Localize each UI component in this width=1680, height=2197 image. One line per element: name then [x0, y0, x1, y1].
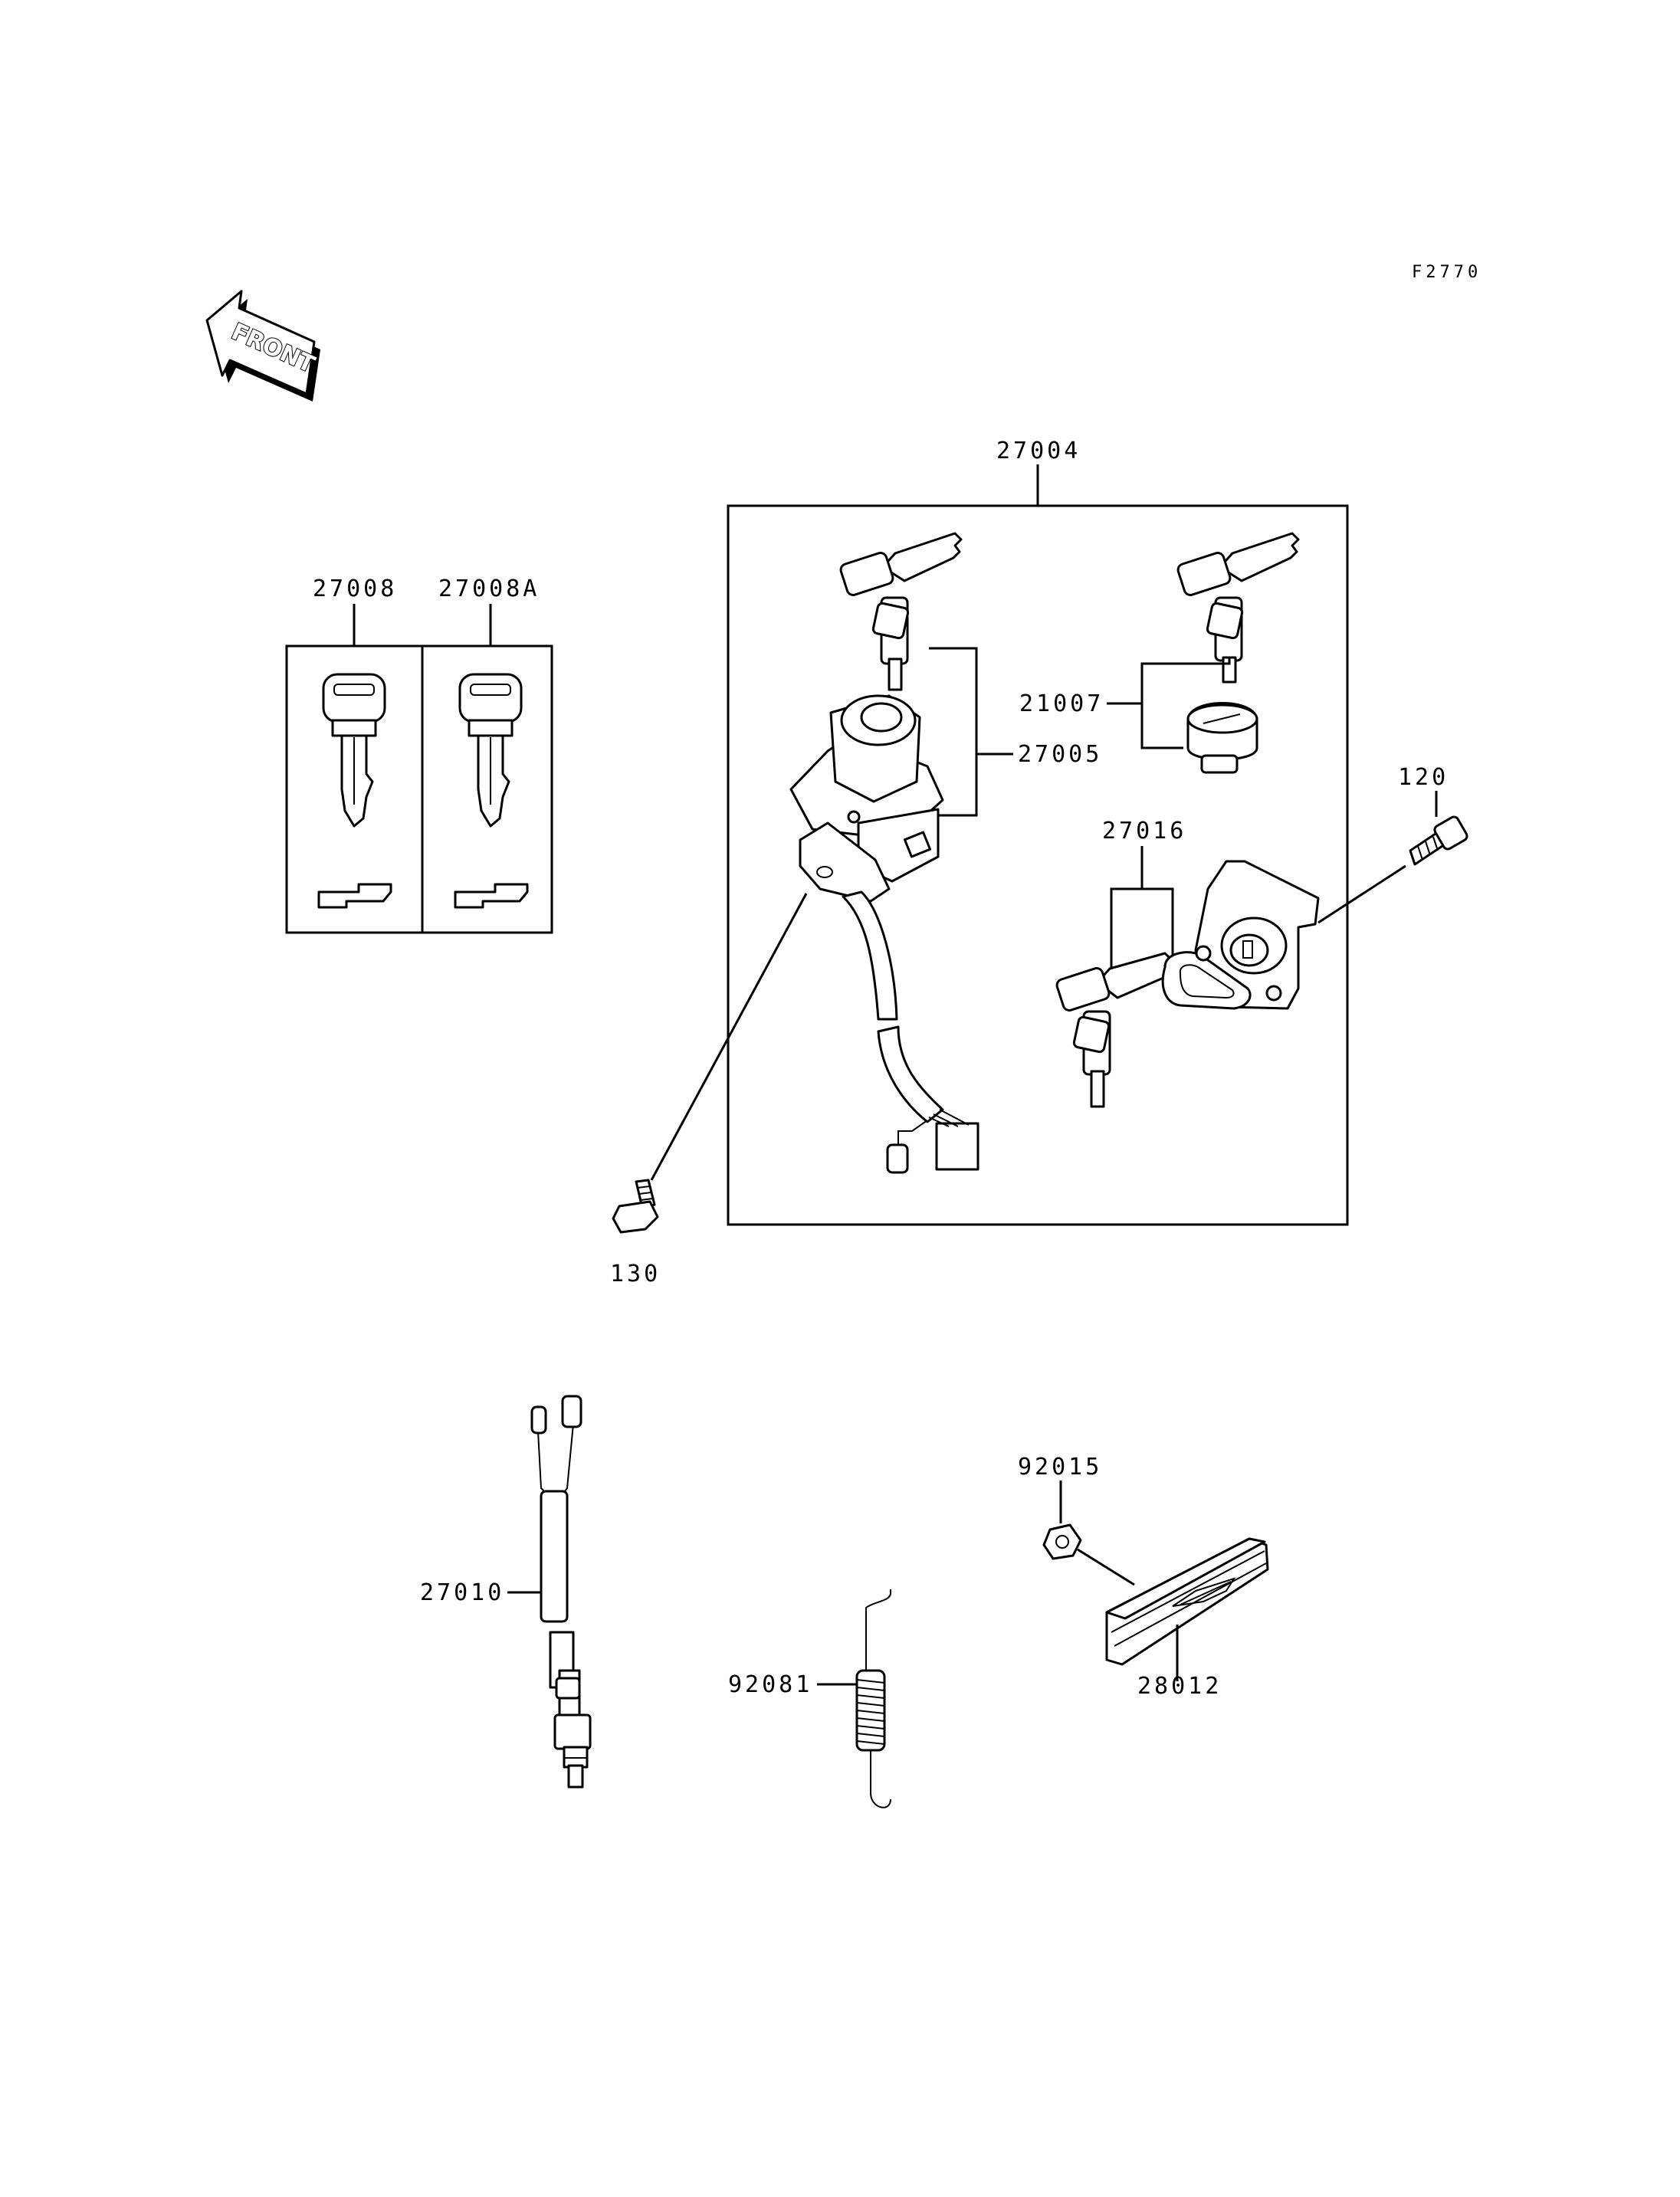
label-92015: 92015 [1018, 1454, 1102, 1481]
ignition-keys-icon [839, 532, 963, 691]
figure-code: F2770 [1412, 263, 1481, 282]
label-27005: 27005 [1018, 741, 1102, 768]
front-arrow-icon: FRONT [205, 290, 320, 402]
seat-lock-keys-icon [1176, 532, 1300, 684]
label-28012: 28012 [1137, 1673, 1222, 1700]
seat-lock-cylinder-icon [1186, 702, 1258, 774]
label-92081: 92081 [728, 1671, 812, 1698]
spring-92081-icon [855, 1589, 891, 1808]
key-27008-icon [317, 673, 392, 909]
nut-92015-icon [1042, 1523, 1082, 1560]
bolt-120-icon [1409, 815, 1468, 866]
reflector-28012-icon [1105, 1537, 1269, 1666]
label-27004: 27004 [996, 438, 1081, 464]
label-130: 130 [610, 1261, 661, 1287]
switch-27010-icon [530, 1395, 592, 1789]
lock-set-group: 27004 27005 [727, 438, 1406, 1226]
label-27008: 27008 [313, 575, 397, 602]
ignition-switch-icon [789, 694, 979, 1174]
label-120: 120 [1398, 764, 1449, 791]
helmet-lock-icon [1161, 860, 1320, 1010]
helmet-lock-keys-icon [1055, 952, 1173, 1108]
label-27010: 27010 [420, 1579, 504, 1606]
key-27008A-icon [454, 673, 529, 909]
label-27008A: 27008A [438, 575, 540, 602]
key-blanks-group: 27008 27008A [285, 575, 553, 934]
label-27016: 27016 [1102, 818, 1186, 844]
label-21007: 21007 [1019, 690, 1104, 717]
bolt-130-icon [612, 1179, 659, 1234]
